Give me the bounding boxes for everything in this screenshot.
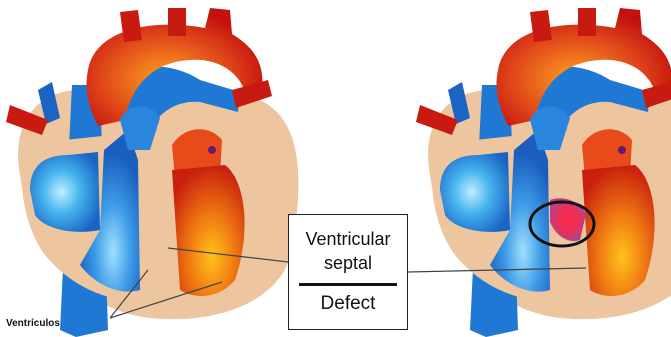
normal-heart	[6, 8, 298, 337]
defect-heart	[416, 8, 671, 337]
ventricles-label: Ventrículos	[6, 318, 60, 329]
callout-line-1: Ventricular	[289, 229, 407, 250]
callout-divider	[299, 283, 397, 286]
callout-line-2: septal	[289, 253, 407, 274]
vsd-callout-box: Ventricular septal Defect	[288, 214, 408, 330]
callout-line-3: Defect	[289, 293, 407, 315]
